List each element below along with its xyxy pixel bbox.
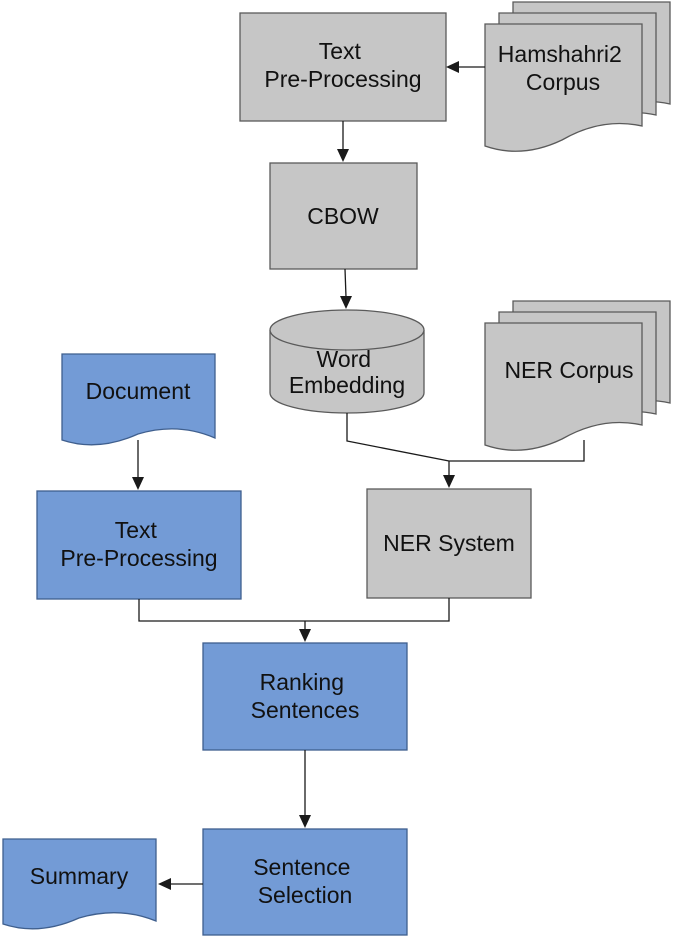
edge-embedding-and-corpus-to-ner-system (346, 413, 585, 488)
text-preprocessing-top-node[interactable]: Text Pre-Processing (239, 12, 447, 122)
ranking-sentences-label: Ranking Sentences (251, 669, 360, 723)
edge-preprocessing-to-cbow (337, 121, 349, 162)
text-preprocessing-top-line-2: Pre-Processing (264, 66, 421, 92)
ranking-sentences-line-2: Sentences (251, 697, 360, 723)
edge-merge-to-ranking (138, 598, 450, 642)
document-label: Document (86, 378, 191, 404)
summary-node[interactable]: Summary (2, 838, 157, 930)
hamshahri-corpus-label: Hamshahri2 Corpus (498, 41, 628, 95)
ner-system-node[interactable]: NER System (366, 488, 532, 599)
text-preprocessing-bottom-line-2: Pre-Processing (60, 545, 217, 571)
sentence-selection-node[interactable]: Sentence Selection (202, 828, 408, 936)
edge-ranking-to-selection (299, 750, 311, 828)
word-embedding-label: Word Embedding (289, 346, 405, 398)
word-embedding-line-1: Word (317, 346, 372, 372)
hamshahri-corpus-line-2: Corpus (526, 69, 600, 95)
ner-system-label: NER System (383, 530, 515, 556)
ranking-sentences-node[interactable]: Ranking Sentences (202, 642, 408, 751)
edge-hamshahri-to-preprocessing (446, 61, 485, 73)
sentence-selection-line-2: Selection (258, 882, 353, 908)
edge-cbow-to-word-embedding (340, 268, 352, 309)
sentence-selection-label: Sentence Selection (253, 854, 357, 908)
text-preprocessing-bottom-label: Text Pre-Processing (60, 517, 217, 571)
summary-label: Summary (30, 863, 129, 889)
cbow-node[interactable]: CBOW (269, 162, 418, 270)
ner-corpus-label: NER Corpus (504, 357, 633, 383)
text-preprocessing-bottom-line-1: Text (115, 517, 158, 543)
cbow-label: CBOW (307, 203, 379, 229)
hamshahri-corpus-node[interactable]: Hamshahri2 Corpus (484, 1, 671, 152)
ranking-sentences-line-1: Ranking (260, 669, 344, 695)
hamshahri-corpus-line-1: Hamshahri2 (498, 41, 622, 67)
text-preprocessing-top-label: Text Pre-Processing (264, 38, 421, 92)
ner-corpus-node[interactable]: NER Corpus (484, 300, 671, 451)
document-node[interactable]: Document (61, 353, 216, 446)
text-preprocessing-top-line-1: Text (319, 38, 362, 64)
word-embedding-node[interactable]: Word Embedding (269, 309, 425, 414)
text-preprocessing-bottom-node[interactable]: Text Pre-Processing (36, 490, 242, 600)
edge-selection-to-summary (158, 878, 203, 890)
word-embedding-line-2: Embedding (289, 372, 405, 398)
edge-document-to-preprocessing (132, 440, 144, 490)
sentence-selection-line-1: Sentence (253, 854, 350, 880)
